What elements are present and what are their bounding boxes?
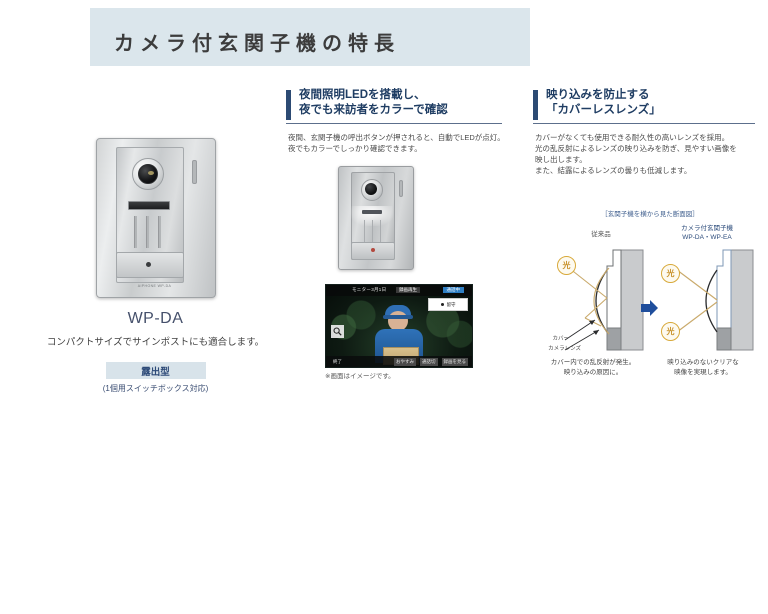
grille-slot (364, 220, 365, 242)
cross-section-diagram: ［玄関子機を横から見た断面図］ 従来品 カメラ付玄関子機 WP-DA・WP-EA (541, 208, 759, 388)
grille-slot (380, 220, 381, 242)
grille-slot (133, 216, 137, 248)
diagram-conventional-svg (564, 249, 644, 351)
middle-feature-heading: 夜間照明LEDを搭載し、 夜でも来訪者をカラーで確認 (286, 88, 502, 124)
diagram-new-product-svg (676, 249, 754, 351)
monitor-bottom-bar: 終了 おやすみ 通話切 録画を見る (326, 356, 472, 367)
monitor-status-label: 留守 (446, 301, 456, 307)
light-label: 光 (562, 261, 571, 270)
light-ray-badge-top-right: 光 (661, 264, 680, 283)
product-description: コンパクトサイズでサインポストにも適合します。 (46, 337, 265, 348)
diagram-label-new-line1: カメラ付玄関子機 (681, 225, 733, 232)
right-heading-line1: 映り込みを防止する (546, 89, 650, 101)
mid-led-strip (362, 210, 382, 214)
diagram-label-new-line2: WP-DA・WP-EA (682, 234, 732, 241)
visitor-face (388, 311, 408, 331)
product-model-name: WP-DA (127, 310, 184, 327)
monitor-screenshot: モニター3月1日 録画再生 通話中 留守 終了 おやすみ 通話切 録画を見る (325, 284, 473, 368)
diagram-note-new-product: 映り込みのないクリアな 映像を実現します。 (649, 358, 757, 377)
visitor-cap-brim (383, 315, 413, 319)
light-ray-badge-bottom-right: 光 (661, 322, 680, 341)
middle-feature-body: 夜間、玄関子機の呼出ボタンが押されると、自動でLEDが点灯。 夜でもカラーでしっ… (288, 132, 510, 154)
monitor-mode-badge: 通話中 (442, 287, 464, 293)
lens-glint (147, 171, 154, 175)
mid-call-indicator-led (371, 248, 375, 252)
speaker-grille (132, 216, 166, 248)
page-title: カメラ付玄関子機の特長 (114, 33, 400, 55)
diagram-caption: ［玄関子機を横から見た断面図］ (601, 211, 699, 218)
right-body-line4: また、結露によるレンズの曇りも低減します。 (535, 166, 692, 175)
right-feature-body: カバーがなくても使用できる耐久性の高いレンズを採用。 光の乱反射によるレンズの映… (535, 132, 761, 176)
mid-speaker-grille (362, 220, 384, 242)
call-button-indicator (145, 262, 151, 267)
monitor-tag-badge: 録画再生 (396, 287, 420, 293)
right-heading-line2: 「カバーレスレンズ」 (546, 104, 661, 116)
monitor-button-end[interactable]: 終了 (333, 358, 342, 364)
led-illumination-strip (127, 201, 170, 210)
microphone-slot (191, 160, 197, 184)
diagram-note-old-line2: 映り込みの原因に。 (563, 368, 623, 376)
grille-slot (145, 216, 149, 248)
light-label: 光 (666, 327, 675, 336)
heading-underline (286, 123, 502, 124)
diagram-label-conventional: 従来品 (591, 231, 611, 238)
monitor-button-talk-off[interactable]: 通話切 (420, 357, 438, 366)
light-ray-badge-left: 光 (557, 256, 576, 275)
led-glow-effect (351, 206, 393, 226)
status-dot-icon (440, 303, 444, 306)
arrow-shaft (641, 304, 650, 312)
mount-type-badge-label: 露出型 (141, 366, 170, 378)
product-image-wp-da: AIPHONE WP-DA (95, 138, 216, 298)
monitor-status-pill[interactable]: 留守 (428, 298, 468, 311)
monitor-button-view-recording[interactable]: 録画を見る (441, 357, 468, 366)
heading-accent-bar (533, 90, 538, 120)
diagram-note-new-line1: 映り込みのないクリアな (667, 359, 739, 366)
diagram-note-new-line2: 映像を実現します。 (674, 368, 732, 376)
diagram-note-old-line1: カバー内での乱反射が発生。 (550, 359, 636, 366)
diagram-pointer-cover: カバー (552, 336, 569, 342)
zoom-icon[interactable] (331, 325, 344, 338)
mid-microphone-slot (399, 180, 403, 197)
mid-camera-lens-icon (365, 183, 377, 195)
right-body-line2: 光の乱反射によるレンズの映り込みを防ぎ、見やすい画像を (535, 144, 737, 153)
heading-underline (533, 123, 755, 124)
right-body-line1: カバーがなくても使用できる耐久性の高いレンズを採用。 (535, 133, 730, 142)
right-heading-text: 映り込みを防止する 「カバーレスレンズ」 (546, 88, 661, 118)
light-label: 光 (666, 269, 675, 278)
mount-type-badge: 露出型 (105, 362, 206, 379)
device-brand-label: AIPHONE WP-DA (137, 284, 172, 288)
arrow-head (650, 300, 658, 316)
middle-heading-line1: 夜間照明LEDを搭載し、 (299, 89, 426, 101)
right-body-line3: 映し出します。 (535, 155, 587, 164)
middle-heading-line2: 夜でも来訪者をカラーで確認 (299, 104, 448, 116)
grille-slot (372, 220, 373, 242)
left-product-column: AIPHONE WP-DA WP-DA コンパクトサイズでサインポストにも適合し… (38, 138, 273, 394)
diagram-pointer-lens: カメラレンズ (548, 346, 581, 352)
page-title-banner (90, 8, 530, 66)
middle-product-image (338, 166, 414, 270)
diagram-label-new-product: カメラ付玄関子機 WP-DA・WP-EA (659, 224, 755, 242)
diagram-note-conventional: カバー内での乱反射が発生。 映り込みの原因に。 (541, 358, 645, 377)
heading-accent-bar (286, 90, 291, 120)
monitor-disclaimer-note: ※画面はイメージです。 (325, 373, 395, 380)
monitor-title-text: モニター3月1日 (352, 287, 387, 292)
middle-heading-text: 夜間照明LEDを搭載し、 夜でも来訪者をカラーで確認 (299, 88, 448, 118)
mount-type-note: (1個用スイッチボックス対応) (102, 384, 209, 393)
monitor-button-sleep[interactable]: おやすみ (394, 357, 416, 366)
middle-body-line1: 夜間、玄関子機の呼出ボタンが押されると、自動でLEDが点灯。 (288, 133, 505, 142)
grille-slot (157, 216, 161, 248)
right-feature-heading: 映り込みを防止する 「カバーレスレンズ」 (533, 88, 755, 124)
middle-body-line2: 夜でもカラーでしっかり確認できます。 (288, 144, 422, 153)
